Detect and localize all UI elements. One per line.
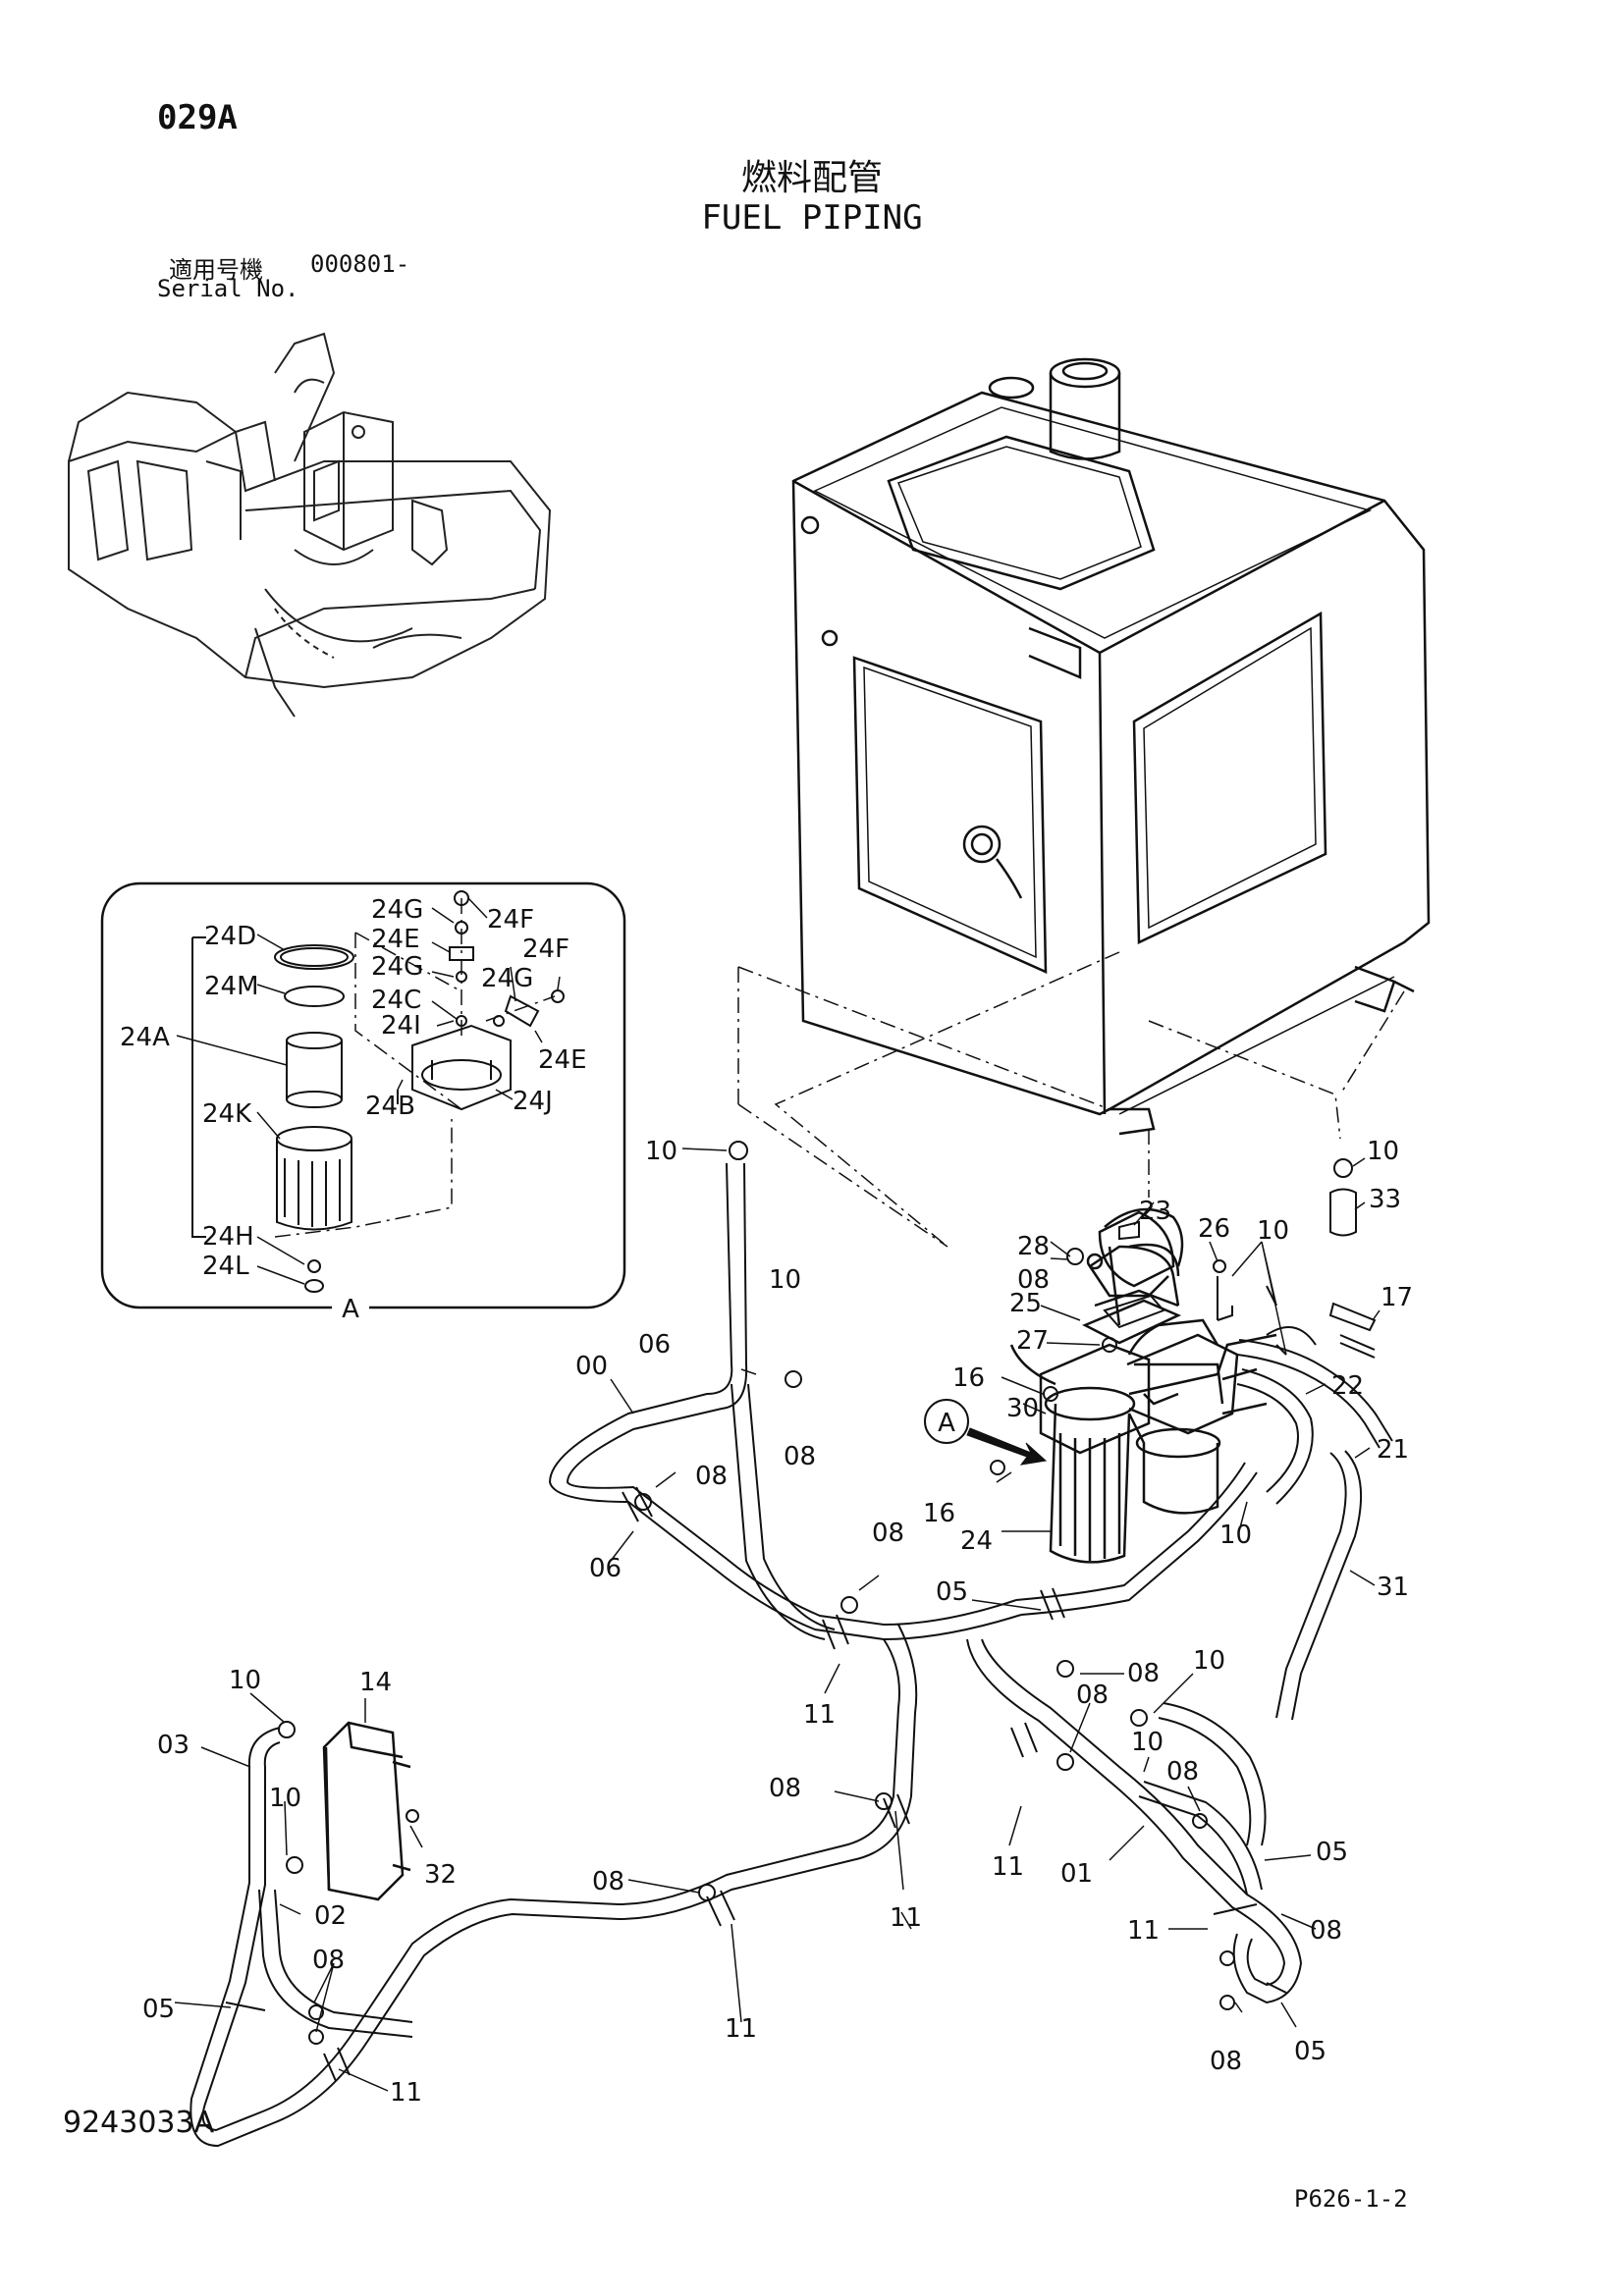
detail-a-callout: A: [924, 1399, 1048, 1466]
label-16-b: 16: [923, 1499, 955, 1528]
label-06-b: 06: [589, 1554, 622, 1583]
label-23: 23: [1139, 1197, 1171, 1226]
label-08-i: 08: [1310, 1916, 1342, 1946]
label-22: 22: [1331, 1371, 1364, 1401]
label-30: 30: [1006, 1394, 1039, 1423]
serial-label-english: Serial No.: [157, 275, 299, 302]
part-number-labels: 10 10 33 23 28 08 26 10 17 25 27 22 16 3…: [142, 1137, 1413, 2108]
part-14-box: [322, 1721, 411, 1901]
label-08-l: 08: [1210, 2047, 1242, 2076]
label-24L: 24L: [202, 1252, 249, 1281]
label-08-a: 08: [1017, 1265, 1050, 1295]
label-11-a: 11: [803, 1700, 836, 1730]
label-11-b: 11: [992, 1852, 1024, 1882]
label-24G-b: 24G: [371, 952, 423, 982]
label-25: 25: [1009, 1289, 1042, 1318]
label-24K: 24K: [202, 1099, 252, 1129]
label-08-g: 08: [1166, 1757, 1199, 1787]
label-24M: 24M: [204, 972, 259, 1001]
label-11-f: 11: [390, 2078, 422, 2108]
label-05-d: 05: [1294, 2037, 1326, 2066]
label-11-e: 11: [725, 2014, 757, 2044]
label-24: 24: [960, 1526, 993, 1556]
label-24E-b: 24E: [538, 1045, 587, 1075]
label-24H: 24H: [202, 1222, 254, 1252]
drawing-number: 9243033A: [63, 2106, 215, 2140]
label-32: 32: [424, 1860, 457, 1890]
label-27: 27: [1016, 1326, 1049, 1356]
fuel-filter-assembly: [1009, 1207, 1277, 1564]
label-00: 00: [575, 1352, 608, 1381]
title-english: FUEL PIPING: [701, 198, 923, 238]
label-05-c: 05: [142, 1995, 175, 2024]
machine-overview-illustration: [68, 332, 552, 718]
label-24F-b: 24F: [522, 934, 569, 964]
label-28: 28: [1017, 1232, 1050, 1261]
label-05-a: 05: [936, 1577, 968, 1607]
label-08-f: 08: [1076, 1681, 1109, 1710]
detail-view-a: A: [100, 881, 626, 1324]
label-26: 26: [1198, 1214, 1230, 1244]
label-14: 14: [359, 1668, 392, 1697]
clamps-and-bolts: [225, 1141, 1377, 2082]
label-05-b: 05: [1316, 1838, 1348, 1867]
label-31: 31: [1377, 1573, 1409, 1602]
label-24I: 24I: [381, 1011, 421, 1041]
detail-leaders: [176, 897, 561, 1285]
label-10-e: 10: [769, 1265, 801, 1295]
label-16-a: 16: [952, 1363, 985, 1393]
label-24D: 24D: [204, 922, 256, 951]
page-reference: P626-1-2: [1294, 2185, 1408, 2213]
label-03: 03: [157, 1731, 189, 1760]
label-10-a: 10: [645, 1137, 677, 1166]
label-10-b: 10: [1367, 1137, 1399, 1166]
label-24G-c: 24G: [481, 964, 533, 993]
label-08-h: 08: [312, 1946, 345, 1975]
detail-view-label: A: [342, 1295, 359, 1324]
label-08-c: 08: [695, 1462, 728, 1491]
label-08-e: 08: [1127, 1659, 1160, 1688]
label-10-i: 10: [269, 1784, 301, 1813]
main-leaders: [174, 1148, 1380, 2092]
label-24J: 24J: [513, 1087, 553, 1116]
label-24F-a: 24F: [487, 905, 534, 934]
fuel-piping-hoses: [189, 1162, 1393, 2148]
filter-element-exploded: [274, 944, 354, 1293]
serial-label-japanese: 適用号機: [169, 256, 263, 284]
label-10-g: 10: [1131, 1728, 1164, 1757]
label-21: 21: [1377, 1435, 1409, 1465]
label-08-d: 08: [872, 1519, 904, 1548]
label-11-c: 11: [1127, 1916, 1160, 1946]
page-code: 029A: [157, 98, 238, 137]
label-08-k: 08: [592, 1867, 624, 1896]
label-10-c: 10: [1257, 1216, 1289, 1246]
serial-value: 000801-: [310, 250, 410, 278]
label-24C: 24C: [371, 986, 421, 1015]
label-08-j: 08: [769, 1774, 801, 1803]
label-24E-a: 24E: [371, 925, 420, 954]
detail-alignment-lines: [274, 898, 556, 1238]
title-japanese: 燃料配管: [740, 158, 883, 198]
fuel-tank: [791, 357, 1431, 1136]
label-08-b: 08: [784, 1442, 816, 1471]
label-24B: 24B: [365, 1092, 415, 1121]
detail-a-callout-label: A: [938, 1409, 955, 1438]
label-02: 02: [314, 1901, 347, 1931]
label-10-d: 10: [1219, 1521, 1252, 1550]
label-17: 17: [1380, 1283, 1413, 1312]
label-24A: 24A: [120, 1023, 170, 1052]
tank-mounting-lines: [737, 951, 1405, 1248]
label-06-a: 06: [638, 1330, 671, 1360]
label-10-f: 10: [1193, 1646, 1225, 1676]
label-10-h: 10: [229, 1666, 261, 1695]
label-33: 33: [1369, 1185, 1401, 1214]
label-11-d: 11: [890, 1903, 922, 1933]
label-24G-a: 24G: [371, 895, 423, 925]
label-01: 01: [1060, 1859, 1093, 1889]
